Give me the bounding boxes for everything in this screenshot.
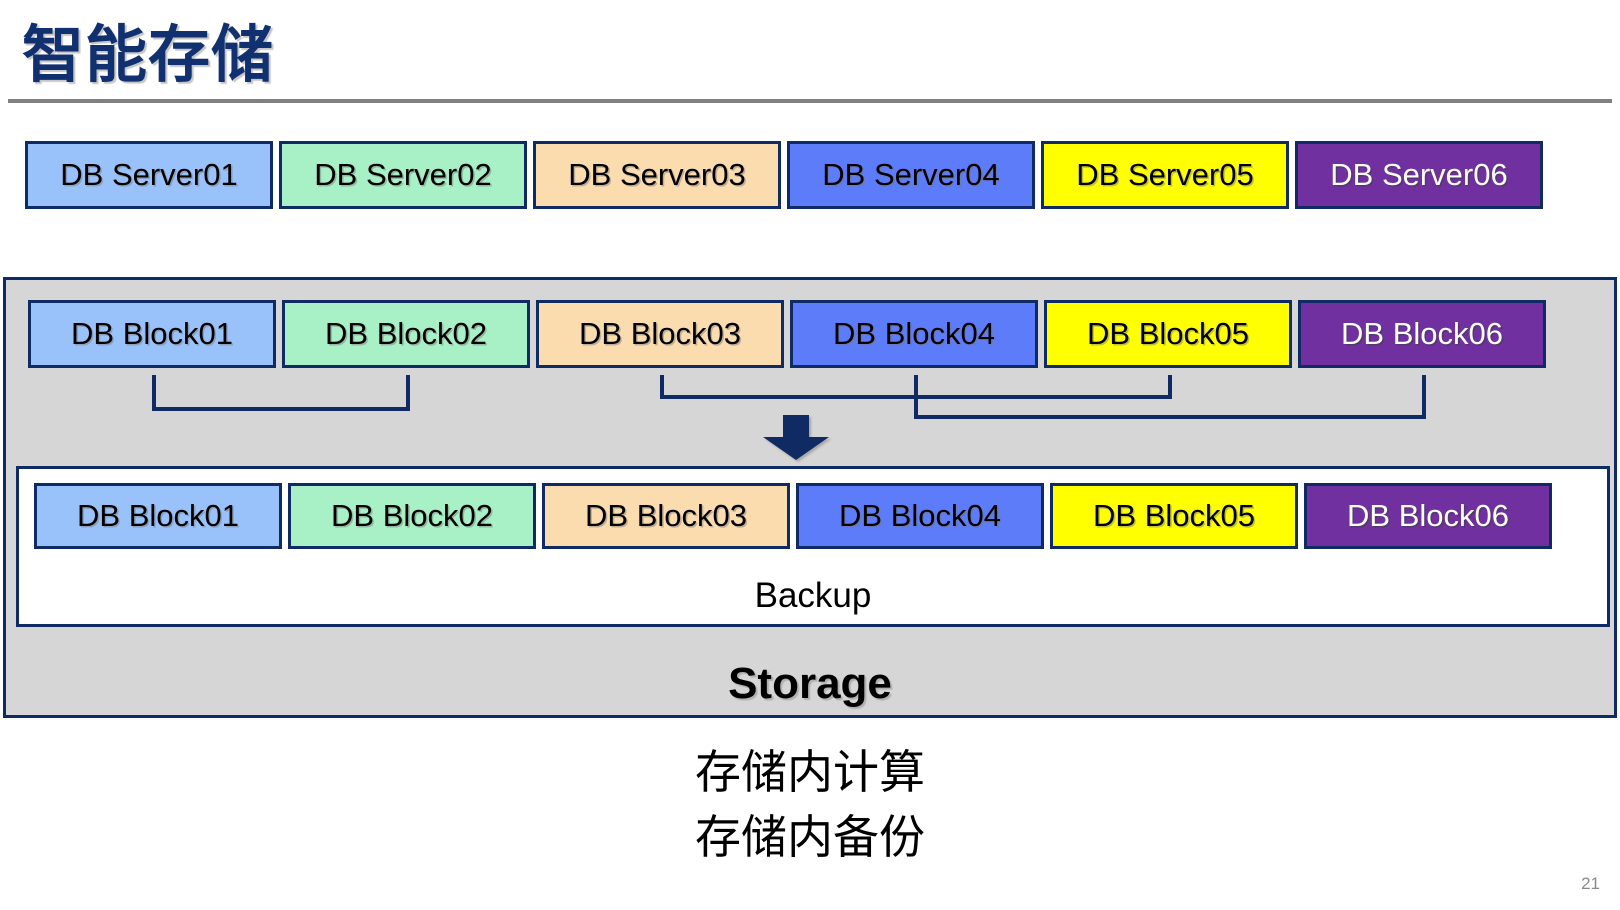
down-arrow-icon (763, 415, 829, 460)
db-block-box-top-label: DB Block04 (833, 316, 995, 351)
db-block-box-backup-4[interactable]: DB Block04 (796, 483, 1044, 549)
db-block-box-top-5[interactable]: DB Block05 (1044, 300, 1292, 368)
connector-block01-block02-bottom (152, 407, 410, 411)
connector-block04-block06-right (1422, 375, 1426, 419)
slide-caption: 存储内计算存储内备份 (0, 740, 1620, 871)
db-block-box-backup-label: DB Block05 (1093, 498, 1255, 533)
db-server-box-label: DB Server04 (822, 157, 1000, 192)
title-divider (8, 99, 1612, 103)
db-block-box-top-label: DB Block02 (325, 316, 487, 351)
db-server-box-6[interactable]: DB Server06 (1295, 141, 1543, 209)
backup-label: Backup (754, 576, 872, 615)
db-block-box-backup-label: DB Block01 (77, 498, 239, 533)
db-block-box-backup-5[interactable]: DB Block05 (1050, 483, 1298, 549)
caption-line-2: 存储内备份 (695, 811, 925, 864)
db-block-box-top-2[interactable]: DB Block02 (282, 300, 530, 368)
db-server-box-label: DB Server01 (60, 157, 238, 192)
connector-block01-block02-left (152, 375, 156, 411)
connector-block04-block06-left (914, 375, 918, 419)
connector-block03-block05-right (1168, 375, 1172, 399)
db-block-box-top-3[interactable]: DB Block03 (536, 300, 784, 368)
db-block-box-backup-3[interactable]: DB Block03 (542, 483, 790, 549)
db-server-box-label: DB Server05 (1076, 157, 1254, 192)
db-block-box-top-6[interactable]: DB Block06 (1298, 300, 1546, 368)
db-server-box-2[interactable]: DB Server02 (279, 141, 527, 209)
page-number: 21 (1581, 874, 1600, 893)
db-block-box-backup-label: DB Block02 (331, 498, 493, 533)
caption-line-1: 存储内计算 (695, 746, 925, 798)
db-server-box-4[interactable]: DB Server04 (787, 141, 1035, 209)
backup-panel: DB Block01 DB Block02 DB Block03 DB Block04… (16, 466, 1610, 627)
db-server-box-1[interactable]: DB Server01 (25, 141, 273, 209)
db-block-box-top-4[interactable]: DB Block04 (790, 300, 1038, 368)
db-block-box-top-label: DB Block01 (71, 316, 233, 351)
db-block-box-top-1[interactable]: DB Block01 (28, 300, 276, 368)
db-block-box-backup-6[interactable]: DB Block06 (1304, 483, 1552, 549)
db-block-box-top-label: DB Block05 (1087, 316, 1249, 351)
storage-panel: DB Block01 DB Block02 DB Block03 DB Block04… (3, 277, 1617, 718)
storage-label: Storage (728, 659, 892, 708)
db-block-box-backup-label: DB Block06 (1347, 498, 1509, 533)
db-server-box-3[interactable]: DB Server03 (533, 141, 781, 209)
db-block-box-top-label: DB Block03 (579, 316, 741, 351)
db-block-box-backup-label: DB Block03 (585, 498, 747, 533)
db-server-box-5[interactable]: DB Server05 (1041, 141, 1289, 209)
db-server-box-label: DB Server06 (1330, 157, 1508, 192)
db-server-box-label: DB Server02 (314, 157, 492, 192)
connector-block03-block05-left (660, 375, 664, 399)
db-block-box-backup-label: DB Block04 (839, 498, 1001, 533)
db-block-box-top-label: DB Block06 (1341, 316, 1503, 351)
db-block-box-backup-2[interactable]: DB Block02 (288, 483, 536, 549)
connector-block04-block06-bottom (914, 415, 1426, 419)
page-title: 智能存储 (22, 21, 275, 90)
connector-block01-block02-right (406, 375, 410, 411)
db-block-box-backup-1[interactable]: DB Block01 (34, 483, 282, 549)
db-server-box-label: DB Server03 (568, 157, 746, 192)
